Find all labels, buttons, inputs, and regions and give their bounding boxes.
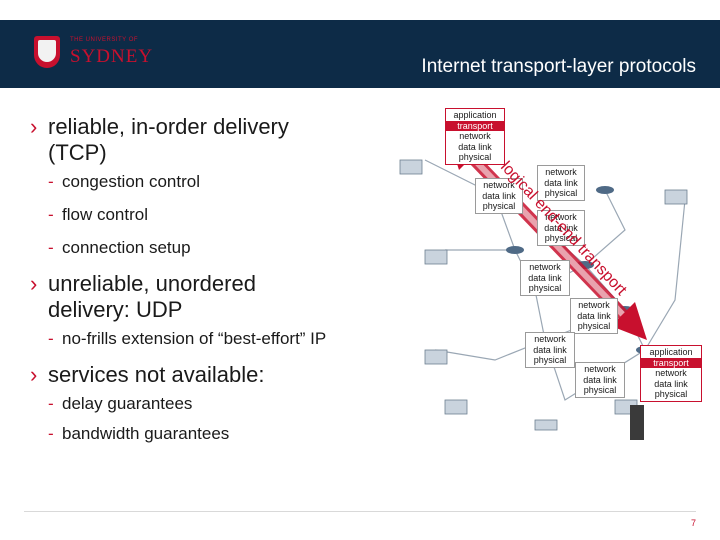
sub-bullet: -flow control [48, 205, 148, 224]
page-number: 7 [690, 518, 696, 528]
footer-rule [24, 511, 696, 512]
bullet-udp: ›unreliable, unordered delivery: UDP [30, 271, 256, 322]
right-host-stack: application transport network data link … [640, 345, 702, 402]
slide-title: Internet transport-layer protocols [421, 56, 696, 77]
bullet-list: ›reliable, in-order delivery (TCP) -cong… [30, 114, 330, 457]
sub-bullet: -no-frills extension of “best-effort” IP [48, 329, 327, 348]
bullet-tcp: ›reliable, in-order delivery (TCP) [30, 114, 289, 165]
bullet-services: ›services not available: [30, 362, 265, 387]
sub-bullet: -delay guarantees [48, 394, 193, 413]
logo-big-text: SYDNEY [70, 46, 154, 67]
sub-bullet: -bandwidth guarantees [48, 424, 230, 443]
university-logo: THE UNIVERSITY OF SYDNEY [20, 28, 152, 78]
logo-small-text: THE UNIVERSITY OF [70, 37, 139, 43]
sub-bullet: -connection setup [48, 238, 191, 257]
left-host-stack: application transport network data link … [445, 108, 505, 165]
network-diagram: application transport network data link … [385, 100, 715, 445]
sub-bullet: -congestion control [48, 172, 200, 191]
crest-icon [34, 36, 60, 68]
header-bar [0, 20, 720, 88]
